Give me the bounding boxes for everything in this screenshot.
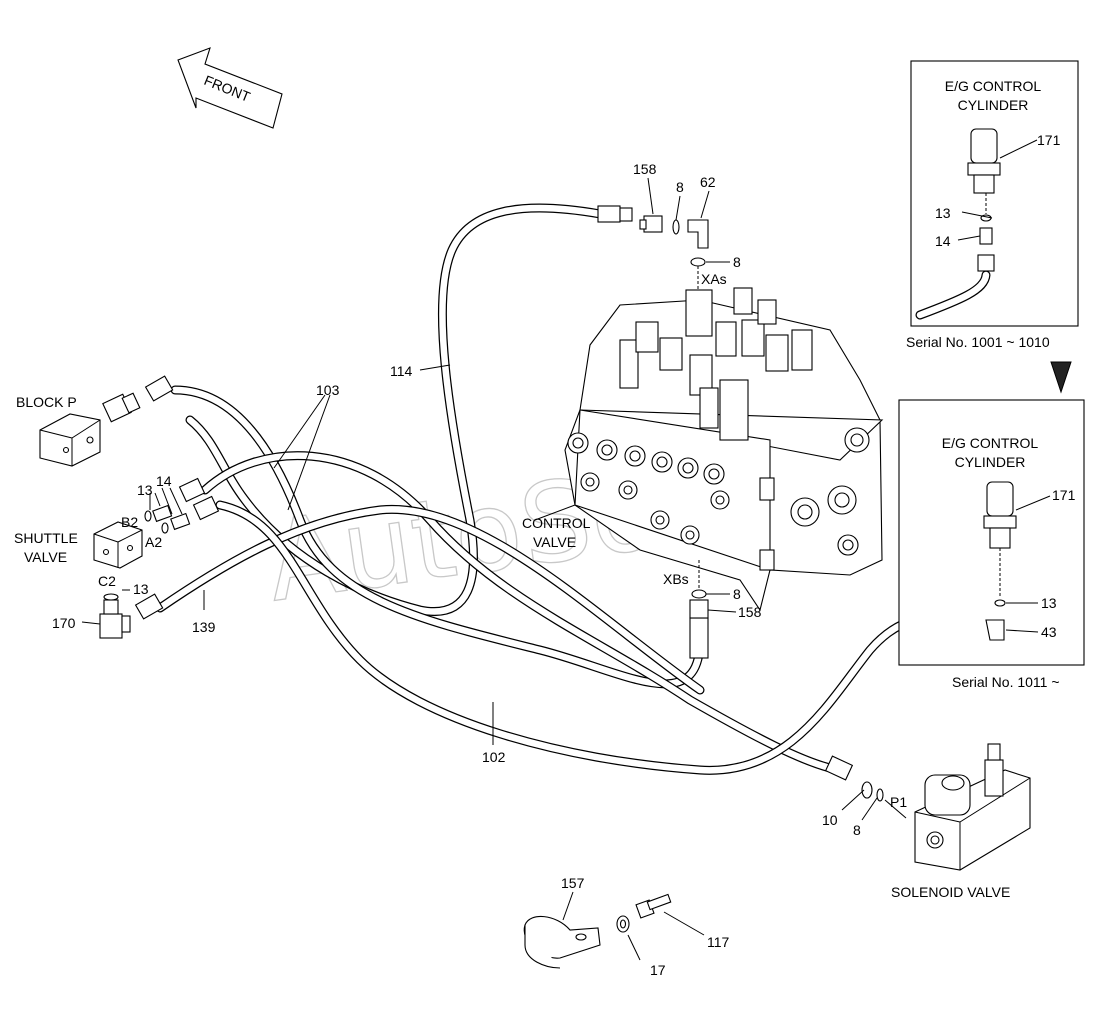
callout-157: 157 [561,875,585,891]
xas-fittings [639,215,709,290]
inset-bottom-part-43: 43 [1041,624,1057,640]
block-p-assembly [39,392,141,467]
callout-158-top: 158 [633,161,657,177]
down-triangle [1050,361,1072,394]
callout-114: 114 [390,363,413,379]
callout-10: 10 [822,812,838,828]
inset-bottom-part-171: 171 [1052,487,1076,503]
label-control-valve-1: CONTROL [522,515,591,531]
inset-bottom-title-line1: E/G CONTROL [942,435,1039,451]
label-shuttle-valve-2: VALVE [24,549,67,565]
callout-62: 62 [700,174,716,190]
port-xbs: XBs [663,571,689,587]
hoses [155,203,965,775]
inset-top-part-13: 13 [935,205,951,221]
inset-bottom: E/G CONTROL CYLINDER 171 13 43 [898,399,1085,666]
inset-bottom-part-13: 13 [1041,595,1057,611]
label-shuttle-valve-1: SHUTTLE [14,530,78,546]
leader-lines [81,177,907,961]
inset-bottom-title-line2: CYLINDER [955,454,1026,470]
label-control-valve-2: VALVE [533,534,576,550]
inset-top-serial: Serial No. 1001 ~ 1010 [906,334,1050,350]
clamp-assembly [523,893,672,969]
callout-17: 17 [650,962,666,978]
callout-14-shuttle: 14 [156,473,172,489]
callout-139: 139 [192,619,216,635]
label-solenoid-valve: SOLENOID VALVE [891,884,1010,900]
callout-102: 102 [482,749,506,765]
callout-170: 170 [52,615,76,631]
inset-top-title-line2: CYLINDER [958,97,1029,113]
inset-top-part-14: 14 [935,233,951,249]
port-c2: C2 [98,573,116,589]
inset-top-part-171: 171 [1037,132,1061,148]
callout-8-xbs: 8 [733,586,741,602]
callout-13-shuttle: 13 [137,482,153,498]
label-block-p: BLOCK P [16,394,77,410]
callout-158-xbs: 158 [738,604,762,620]
port-xas: XAs [701,271,727,287]
callout-117: 117 [707,934,730,950]
solenoid-valve-assembly [861,743,1031,871]
port-a2: A2 [145,534,162,550]
front-arrow: FRONT [177,47,283,129]
shuttle-valve-assembly [93,504,191,639]
inset-bottom-serial: Serial No. 1011 ~ [952,674,1060,690]
control-valve-body [564,287,884,612]
callout-8-p1: 8 [853,822,861,838]
inset-top: E/G CONTROL CYLINDER 171 13 14 [910,60,1079,327]
callout-103: 103 [316,382,340,398]
inset-top-title-line1: E/G CONTROL [945,78,1042,94]
callout-8-top: 8 [676,179,684,195]
port-p1: P1 [890,794,907,810]
callout-13-c2: 13 [133,581,149,597]
port-b2: B2 [121,514,138,530]
callout-8-xas: 8 [733,254,741,270]
